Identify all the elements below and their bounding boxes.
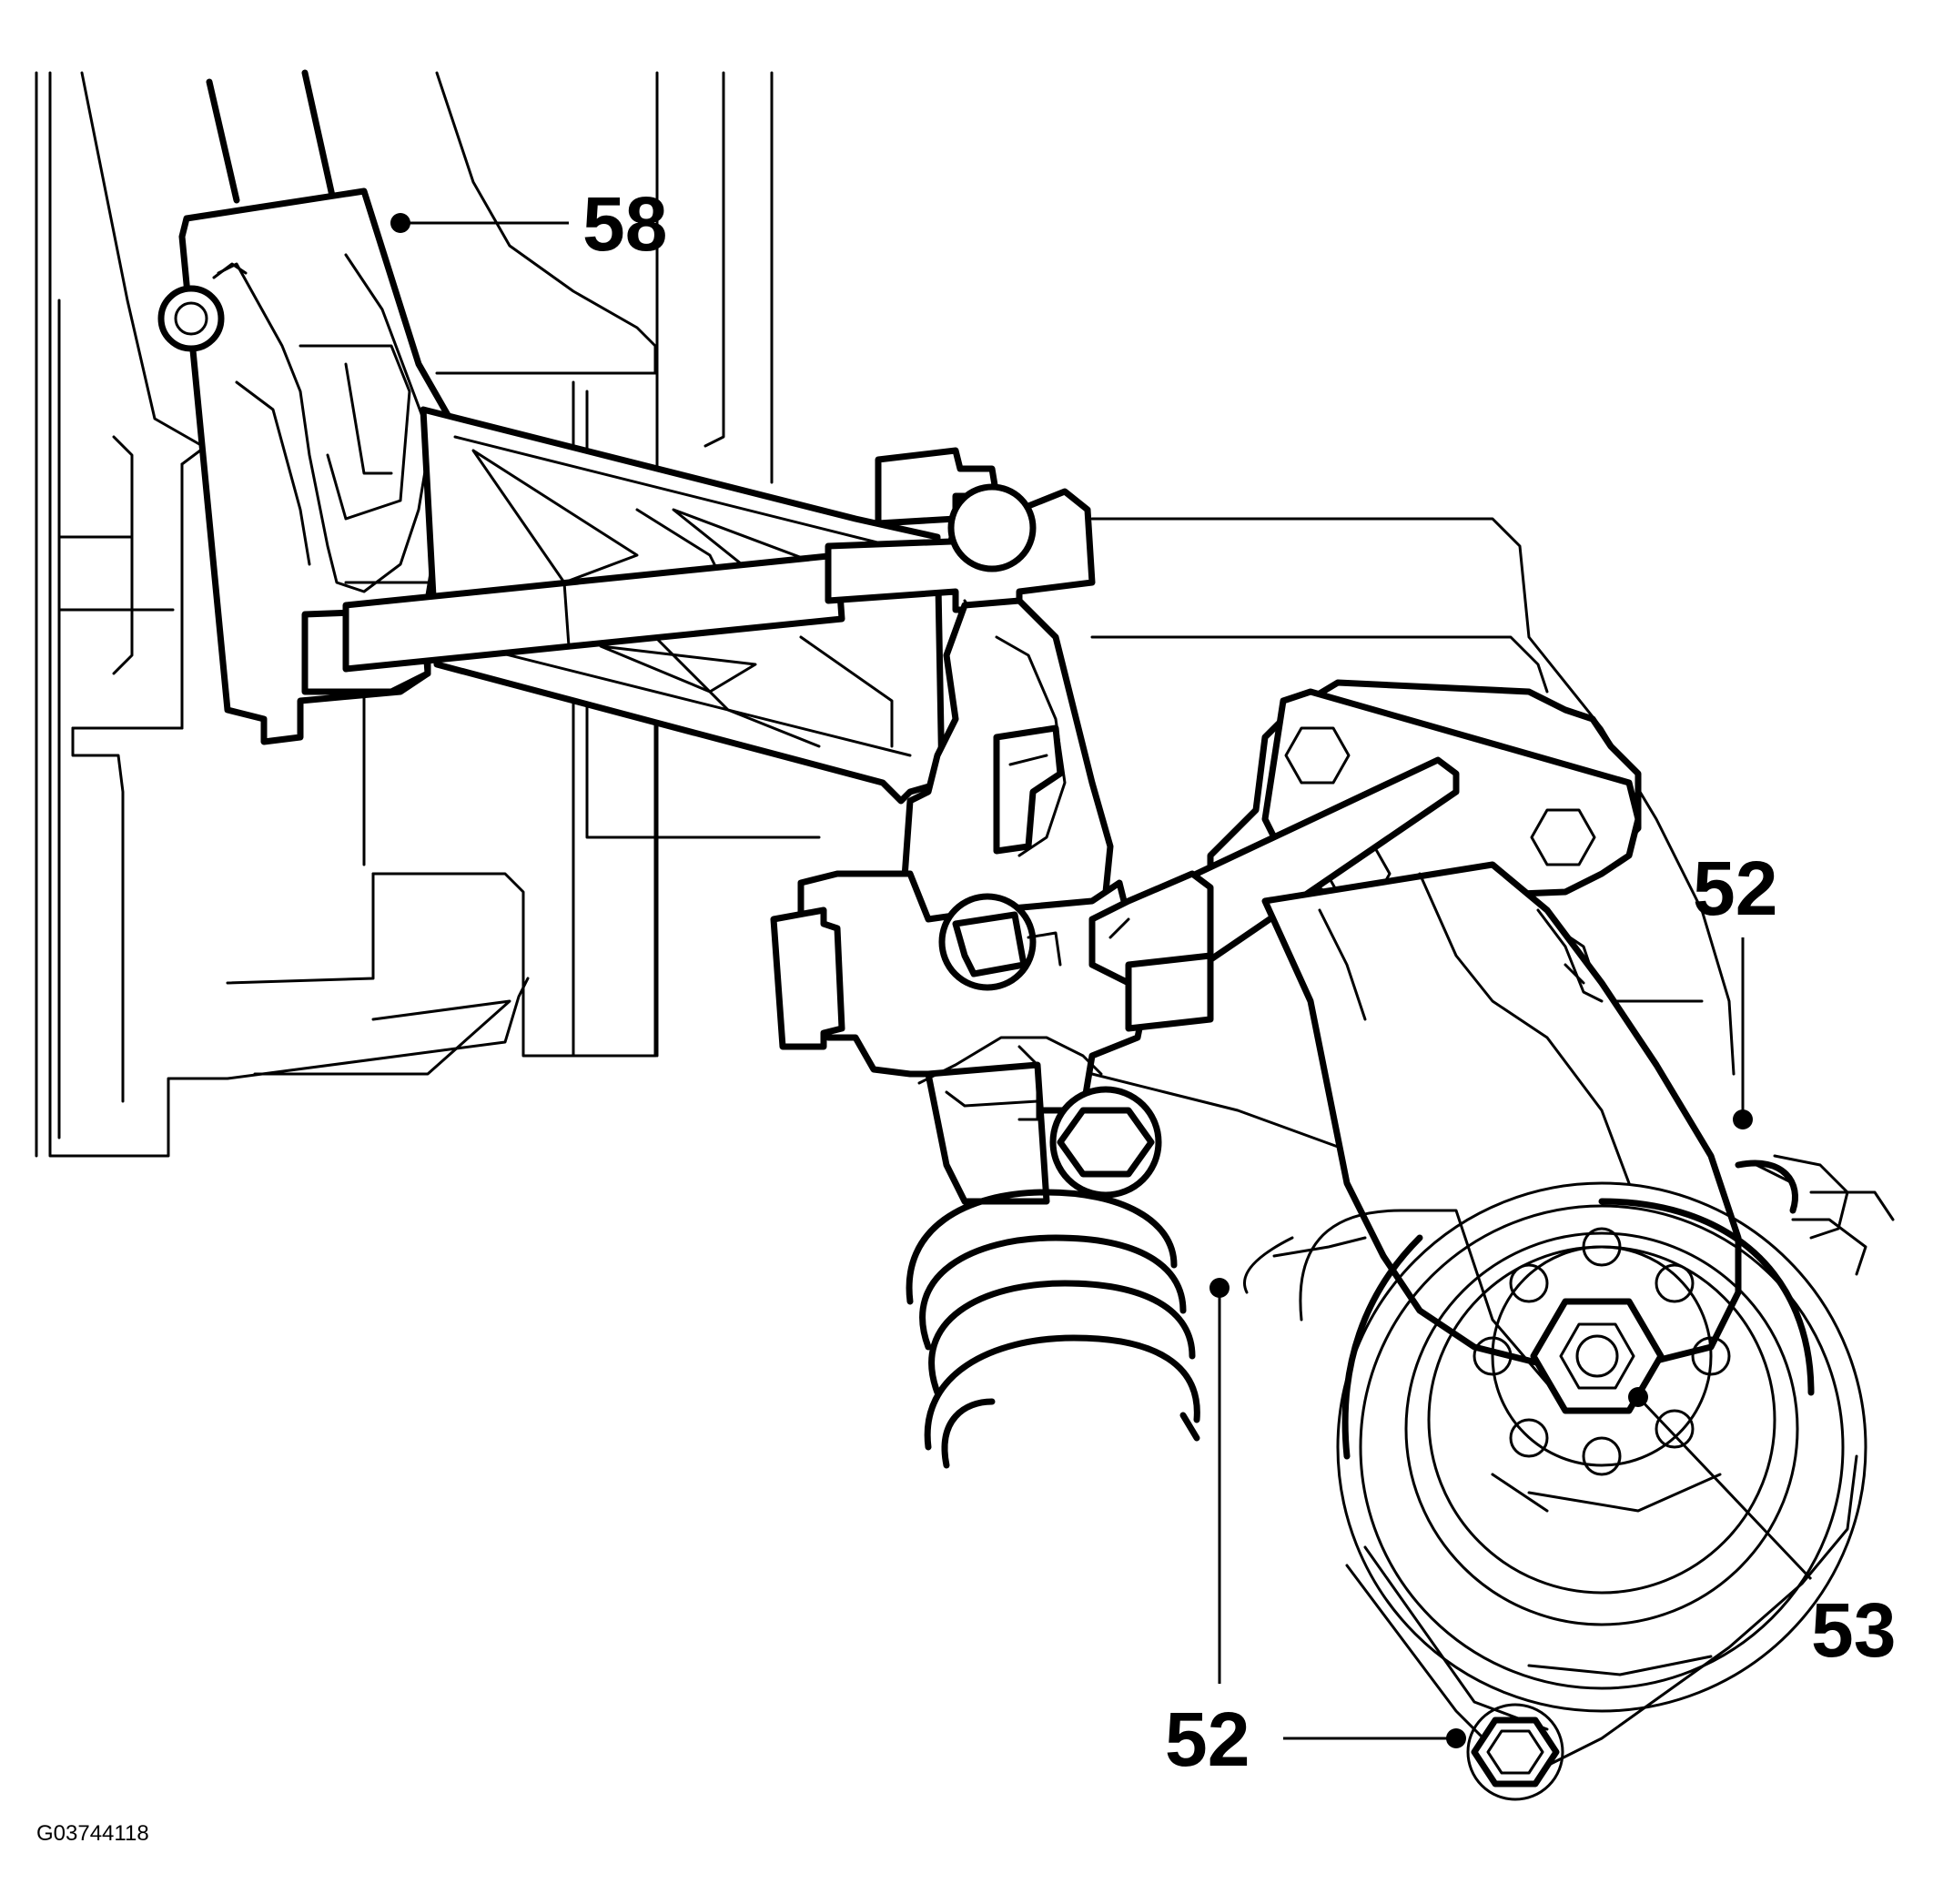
shift-housing bbox=[770, 597, 1340, 1205]
callout-52-center-label: 52 bbox=[1165, 1696, 1250, 1782]
callout-52-top-right-label: 52 bbox=[1693, 846, 1777, 931]
link-bar bbox=[342, 406, 1096, 805]
callout-52-bottom bbox=[1283, 1728, 1466, 1748]
callout-58: 58 bbox=[390, 181, 667, 267]
callout-53-label: 53 bbox=[1811, 1587, 1896, 1673]
housing-bolt bbox=[1049, 1086, 1162, 1199]
rib-holes bbox=[1473, 1227, 1731, 1476]
figure-id: G03744118 bbox=[36, 1821, 149, 1846]
callout-58-label: 58 bbox=[582, 181, 667, 267]
callout-52-center: 52 bbox=[1165, 1278, 1250, 1782]
rubber-boot bbox=[906, 1189, 1200, 1469]
callout-52-top-right: 52 bbox=[1693, 846, 1777, 1129]
engine-mount bbox=[1243, 1154, 1895, 1801]
callout-53: 53 bbox=[1628, 1387, 1896, 1673]
